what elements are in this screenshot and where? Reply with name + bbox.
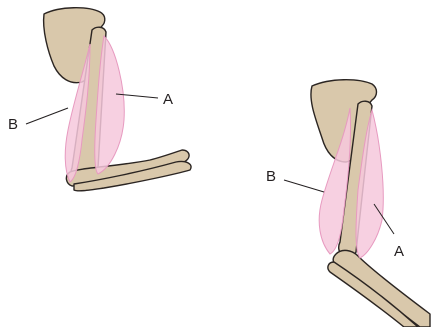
label-a-bent: A bbox=[163, 91, 173, 108]
bent-arm-figure: A B bbox=[8, 8, 191, 191]
straight-arm-figure: B A bbox=[266, 80, 430, 327]
label-line-b-bent bbox=[26, 108, 68, 124]
label-b-bent: B bbox=[8, 116, 18, 133]
label-line-b-straight bbox=[284, 180, 324, 192]
label-a-straight: A bbox=[394, 243, 404, 260]
forearm-bone-2 bbox=[333, 250, 430, 327]
label-b-straight: B bbox=[266, 168, 276, 185]
